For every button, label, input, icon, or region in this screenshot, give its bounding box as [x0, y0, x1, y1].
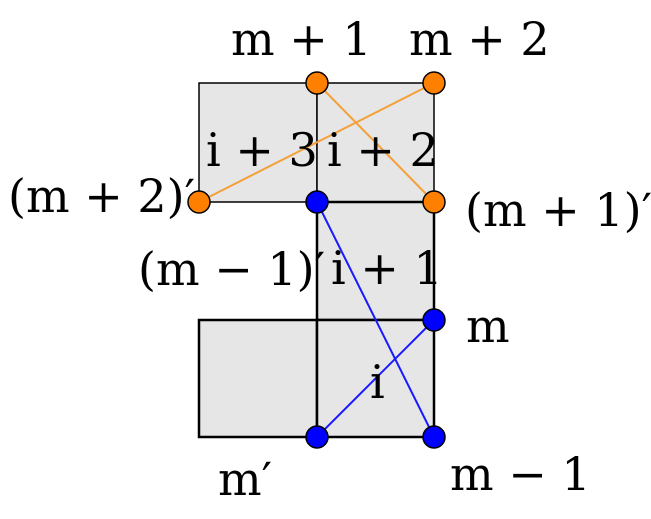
blue-line-b: [316, 319, 435, 438]
cell-label-i-plus-1: i + 1: [331, 241, 443, 295]
node-label-m-prime: m′: [218, 452, 272, 506]
node-m-minus-1: [422, 425, 446, 449]
node-m-minus-1-prime: [305, 190, 329, 214]
node-m-plus-1: [305, 71, 329, 95]
node-m-plus-1-prime: [422, 190, 446, 214]
cell-label-i: i: [370, 355, 385, 409]
node-label-m-minus-1-prime: (m − 1)′: [138, 242, 325, 296]
orange-line-a: [316, 82, 435, 203]
node-m-prime: [305, 425, 329, 449]
orange-line-b: [198, 82, 435, 203]
cell-i-plus-1: [315, 200, 436, 322]
cell-i-plus-3: [198, 82, 318, 203]
cell-label-i-plus-3: i + 3: [206, 123, 318, 177]
node-label-m-plus-2: m + 2: [409, 12, 550, 66]
node-label-m-plus-1: m + 1: [231, 12, 372, 66]
cell-left-lower: [197, 318, 319, 439]
node-m-plus-2: [422, 71, 446, 95]
node-m: [422, 308, 446, 332]
node-m-plus-2-prime: [187, 190, 211, 214]
blue-line-a: [316, 201, 435, 438]
node-label-m-plus-2-prime: (m + 2)′: [8, 169, 195, 223]
cell-label-i-plus-2: i + 2: [327, 123, 439, 177]
node-label-m-minus-1: m − 1: [450, 447, 591, 501]
node-label-m: m: [466, 299, 510, 353]
node-label-m-plus-1-prime: (m + 1)′: [465, 183, 651, 237]
